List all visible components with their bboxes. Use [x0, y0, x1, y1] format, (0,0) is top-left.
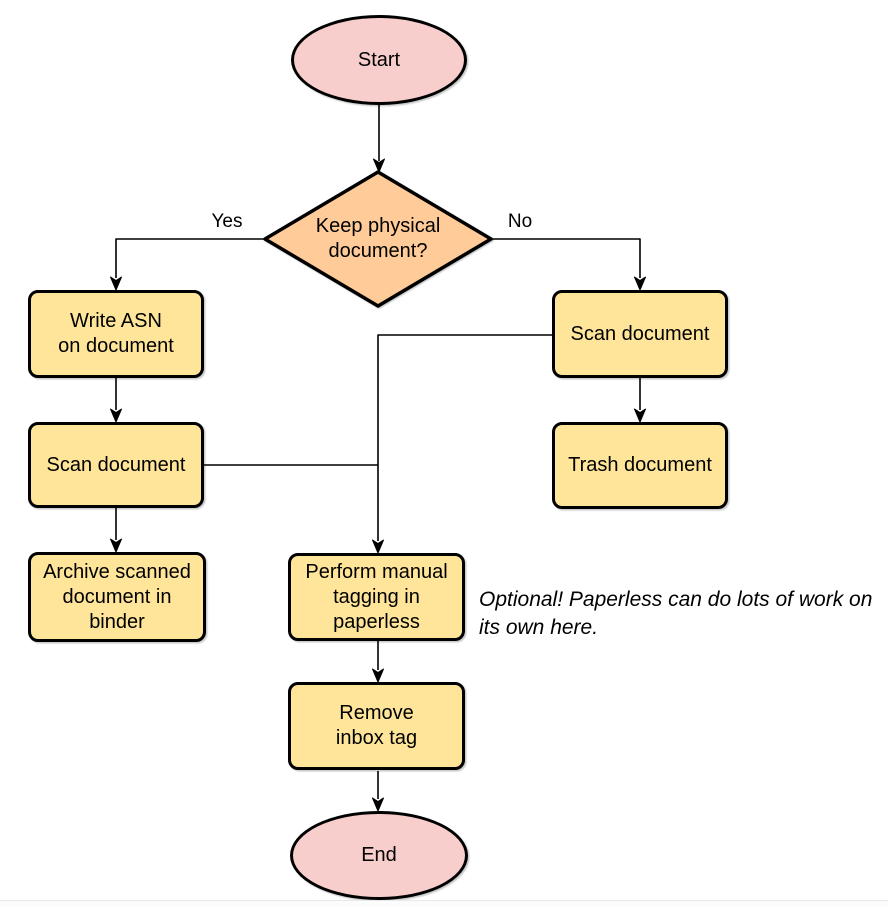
arrowhead-down	[372, 668, 384, 683]
edge-no-decision-to-scan-document	[490, 238, 646, 291]
edge-remove-inbox-to-end	[372, 771, 384, 812]
node-archive-scanned-document: Archive scanned document in binder	[28, 552, 206, 642]
arrowhead-down	[372, 539, 384, 554]
arrowhead-down	[634, 408, 646, 423]
node-decision-keep-physical-document: Keep physical document?	[315, 215, 441, 262]
arrowhead-down	[634, 276, 646, 291]
edge-label-no: No	[507, 211, 533, 232]
node-scan-document-right: Scan document	[552, 290, 728, 378]
node-write-asn-on-document: Write ASN on document	[28, 290, 204, 378]
node-trash-document: Trash document	[552, 422, 728, 509]
arrowhead-down	[373, 158, 385, 173]
decision-diamond-shape	[263, 170, 493, 308]
bottom-divider	[0, 900, 888, 907]
edge-scan-document-to-trash	[634, 378, 646, 423]
edge-tagging-to-remove-inbox	[372, 641, 384, 683]
edge-scan-document-to-archive	[110, 508, 122, 553]
node-scan-document-left: Scan document	[28, 422, 204, 508]
node-remove-inbox-tag: Remove inbox tag	[288, 682, 465, 770]
arrowhead-down	[110, 408, 122, 423]
edge-write-asn-to-scan-document	[110, 378, 122, 423]
edge-yes-decision-to-write-asn	[110, 238, 266, 291]
node-start: Start	[291, 15, 467, 105]
edge-label-yes: Yes	[211, 211, 243, 232]
edge-start-to-decision	[373, 105, 385, 173]
edge-scan-document-to-tagging	[372, 334, 552, 554]
node-perform-manual-tagging: Perform manual tagging in paperless	[288, 553, 465, 641]
arrowhead-down	[110, 276, 122, 291]
arrowhead-down	[372, 797, 384, 812]
arrowhead-down	[110, 538, 122, 553]
node-end: End	[290, 811, 468, 900]
optional-note: Optional! Paperless can do lots of work …	[479, 588, 873, 639]
